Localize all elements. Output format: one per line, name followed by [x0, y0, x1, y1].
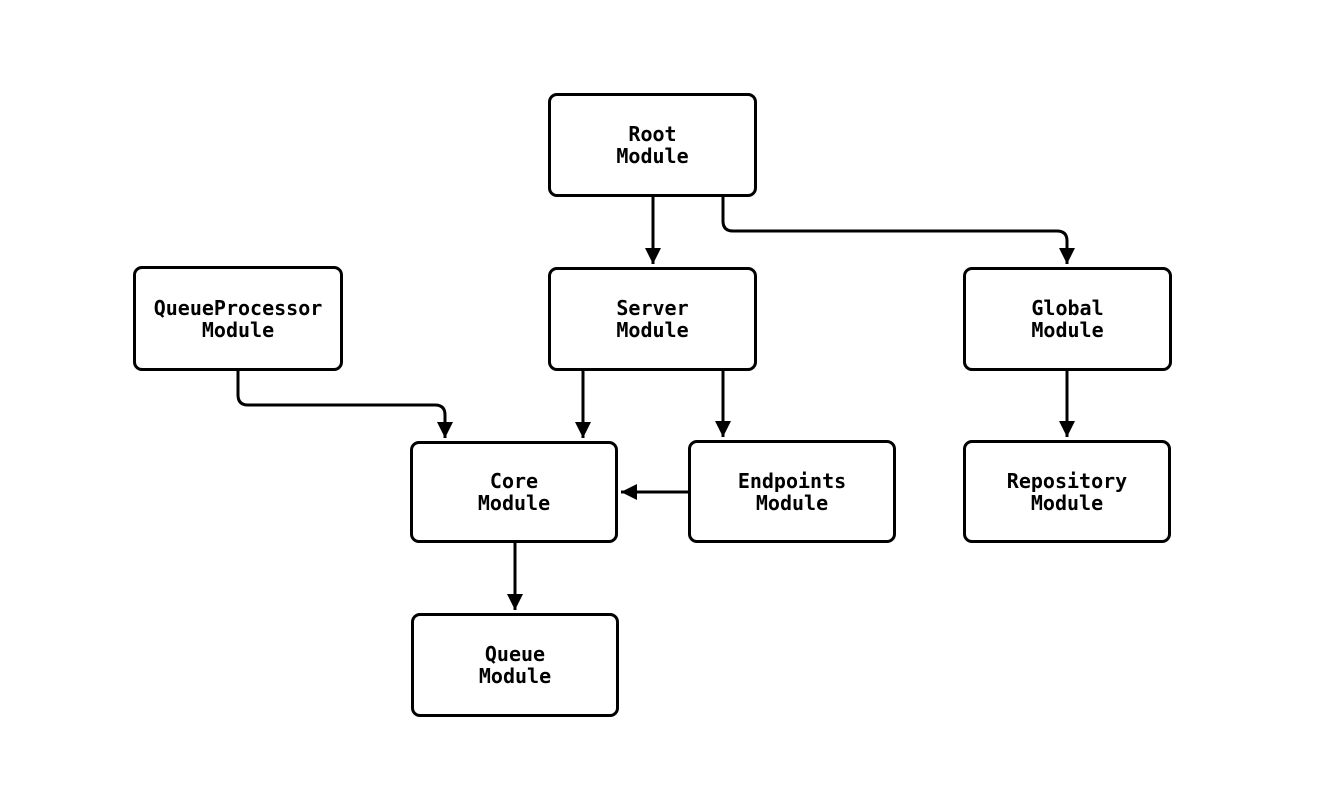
node-repository-module: Repository Module	[963, 440, 1171, 543]
node-label: Queue Module	[478, 642, 552, 688]
node-global-module: Global Module	[963, 267, 1172, 371]
node-root-module: Root Module	[548, 93, 757, 197]
node-label: QueueProcessor Module	[153, 295, 323, 342]
node-label: Root Module	[616, 122, 689, 168]
node-label: Repository Module	[1006, 468, 1128, 515]
edge-queueprocessor-to-core	[236, 371, 453, 438]
node-server-module: Server Module	[548, 267, 757, 371]
node-label: Global Module	[1031, 296, 1104, 342]
node-queue-module: Queue Module	[411, 613, 619, 717]
edge-root-to-global	[721, 197, 1075, 264]
node-label: Endpoints Module	[737, 468, 847, 515]
node-label: Core Module	[477, 469, 551, 515]
node-endpoints-module: Endpoints Module	[688, 440, 896, 543]
node-core-module: Core Module	[410, 441, 618, 543]
node-queueprocessor-module: QueueProcessor Module	[133, 266, 343, 371]
node-label: Server Module	[616, 296, 689, 342]
